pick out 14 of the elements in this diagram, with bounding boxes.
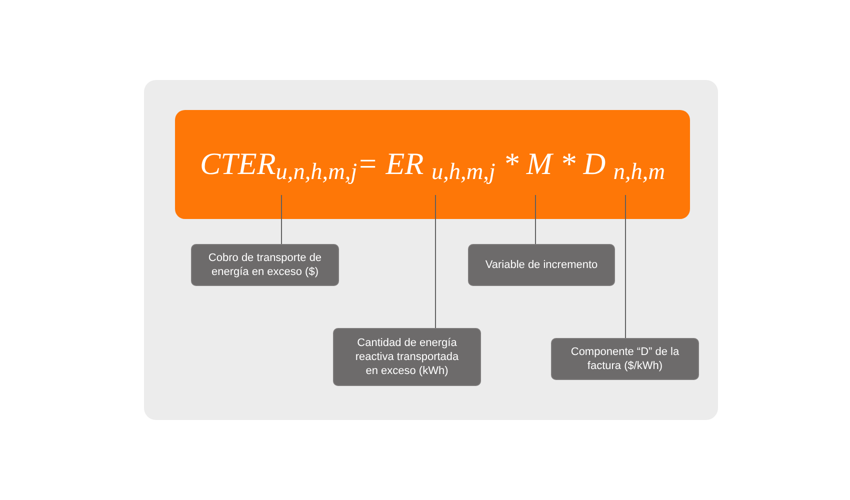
callout-box	[191, 244, 339, 286]
callout-box	[551, 338, 699, 380]
leader-line	[535, 194, 536, 244]
callout-label: Cobro de transporte de energía en exceso ($)	[207, 251, 323, 279]
leader-line	[625, 194, 626, 338]
callout-box	[333, 328, 481, 386]
callout-label: Variable de incremento	[485, 258, 598, 272]
leader-line	[281, 194, 282, 244]
formula-box	[175, 110, 690, 219]
callout-box	[468, 244, 615, 286]
callout-label: Componente “D” de la factura ($/kWh)	[570, 345, 680, 373]
formula: CTER$_{u,n,h,m,j}$= ER $_{u,h,m,j}$ * M * D $_{n,h,m}$	[200, 144, 666, 184]
leader-line	[435, 194, 436, 328]
callout-label: Cantidad de energía reactiva transportada en exceso (kWh)	[354, 336, 460, 378]
